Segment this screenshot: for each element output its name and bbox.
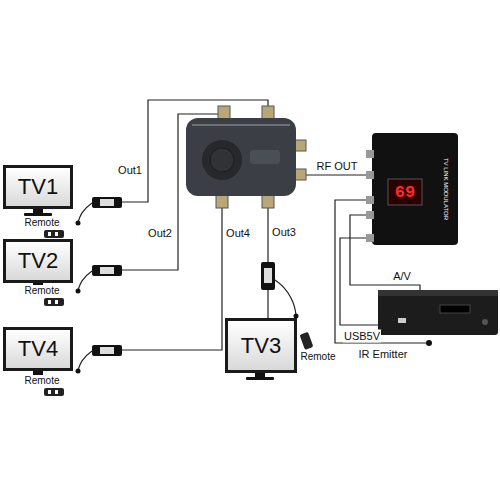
rf-out-label: RF OUT	[316, 160, 359, 173]
tv-label: TV4	[18, 336, 58, 362]
device-name: TV LINK MODULATOR	[443, 158, 449, 220]
output-label: Out1	[117, 164, 143, 177]
tv-screen: TV3	[225, 318, 297, 373]
channel-display: 69	[395, 184, 415, 201]
remote-label: Remote	[23, 217, 60, 229]
remote-label: Remote	[23, 285, 60, 297]
tv-label: TV3	[241, 333, 281, 359]
av-label: A/V	[392, 270, 412, 283]
tv-screen: TV2	[3, 239, 73, 283]
output-label: Out2	[147, 227, 173, 240]
tv-label: TV1	[18, 174, 58, 200]
tv-screen: TV1	[3, 165, 73, 209]
output-label: Out4	[225, 227, 251, 240]
tv-screen: TV4	[3, 327, 73, 371]
tv-label: TV2	[18, 248, 58, 274]
remote-label: Remote	[299, 351, 336, 363]
usb-label: USB5V	[343, 330, 381, 343]
output-label: Out3	[271, 226, 297, 239]
ir-emitter-label: IR Emitter	[358, 348, 409, 361]
remote-label: Remote	[23, 375, 60, 387]
